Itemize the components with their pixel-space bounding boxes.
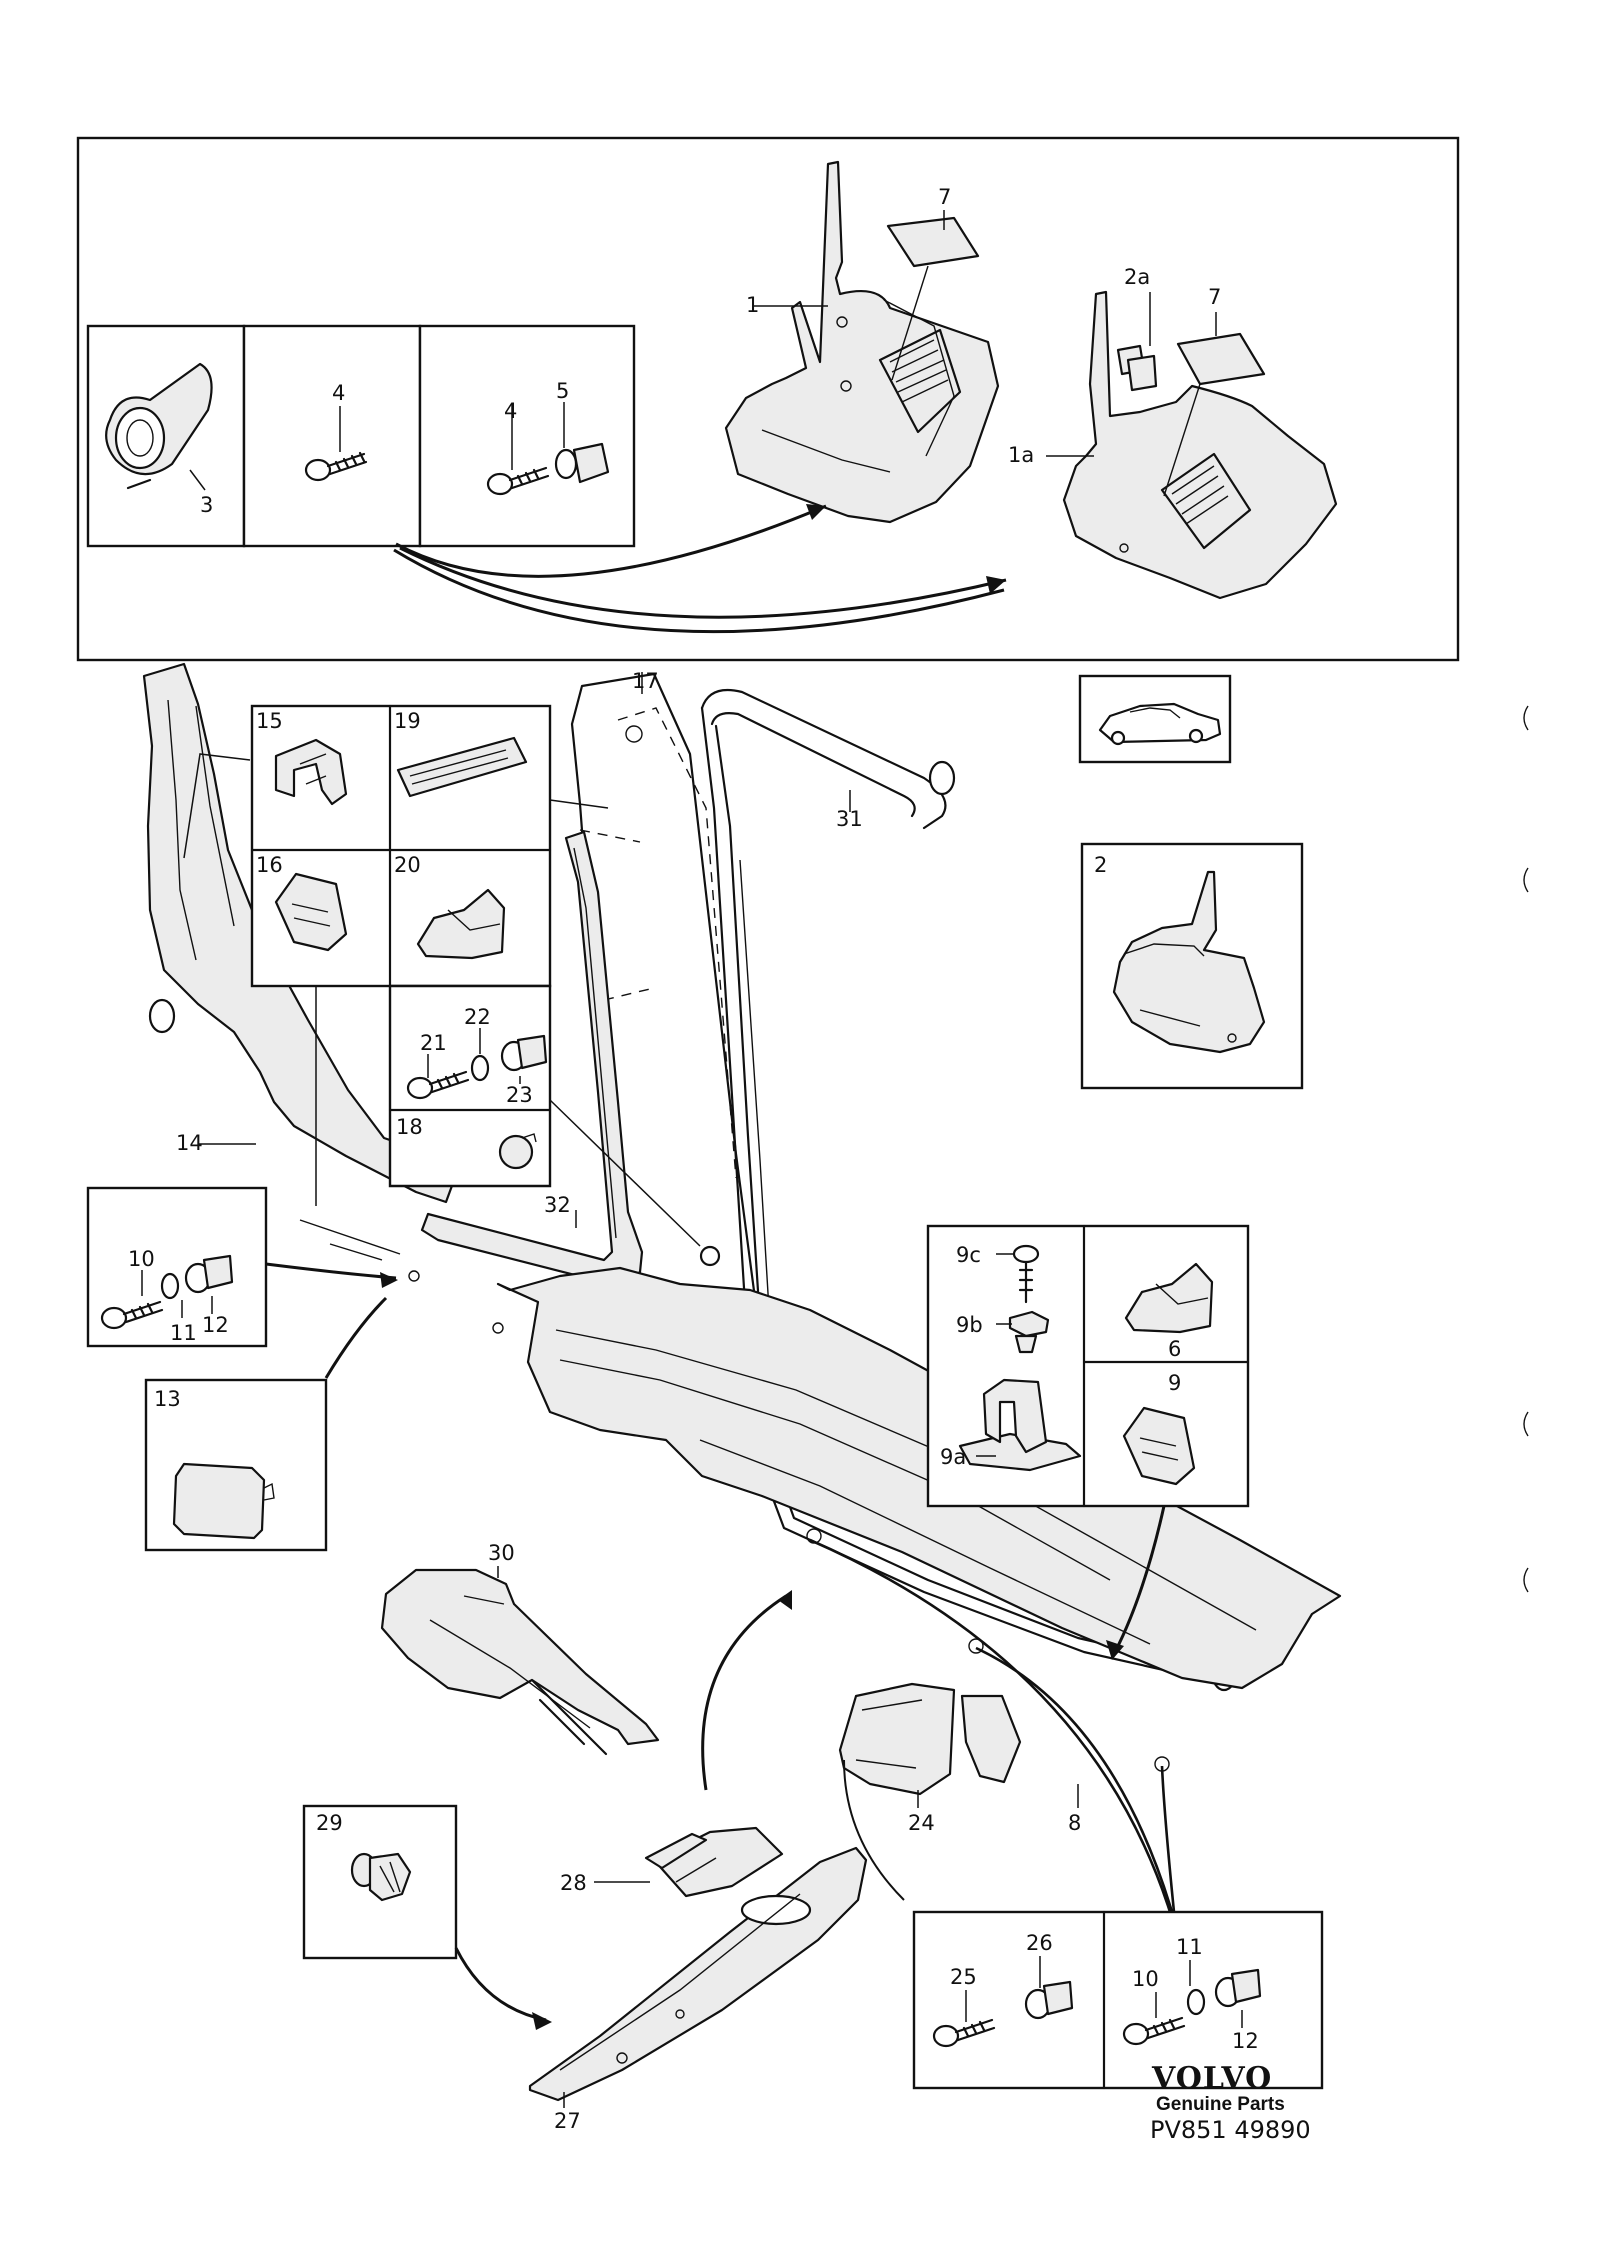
part-28-boot <box>644 1826 784 1898</box>
label-10-left: 10 <box>128 1247 155 1271</box>
label-16: 16 <box>256 853 283 877</box>
label-20: 20 <box>394 853 421 877</box>
arrow-10-12-to-pillar <box>265 1262 397 1280</box>
part-4-5-screw-and-nut <box>486 442 610 496</box>
label-4-pair: 4 <box>504 399 517 423</box>
label-7-upper: 7 <box>938 185 951 209</box>
label-9a: 9a <box>940 1445 966 1469</box>
label-2a: 2a <box>1124 265 1150 289</box>
label-12-left: 12 <box>202 1313 229 1337</box>
part-9-clip <box>1122 1406 1196 1486</box>
part-3-grommet <box>105 362 213 490</box>
label-9: 9 <box>1168 1371 1181 1395</box>
label-31: 31 <box>836 807 863 831</box>
part-19-retaining-strip <box>396 736 528 798</box>
label-29: 29 <box>316 1811 343 1835</box>
footer-branding: VOLVO Genuine Parts PV851 49890 <box>1150 2061 1311 2144</box>
label-21: 21 <box>420 1031 447 1055</box>
label-13: 13 <box>154 1387 181 1411</box>
label-11-left: 11 <box>170 1321 197 1345</box>
part-25-26-screw-nut <box>932 1980 1074 2048</box>
part-21-23-screw-washer-nut <box>406 1034 548 1100</box>
part-2a-clip <box>1126 354 1158 392</box>
label-15: 15 <box>256 709 283 733</box>
label-3: 3 <box>200 493 213 517</box>
part-4-screw <box>304 451 368 482</box>
label-1a: 1a <box>1008 443 1034 467</box>
label-1: 1 <box>746 293 759 317</box>
label-14: 14 <box>176 1131 203 1155</box>
part-number-labels: 7 1 2a 7 1a 3 4 4 5 17 15 19 16 20 22 21… <box>128 185 1259 2133</box>
part-2-trim-panel <box>1112 870 1266 1054</box>
label-18: 18 <box>396 1115 423 1139</box>
label-25: 25 <box>950 1965 977 1989</box>
part-32-glass-seal <box>420 830 644 1288</box>
label-12-right: 12 <box>1232 2029 1259 2053</box>
fasteners-box-25-26-and-10-12 <box>912 1910 1324 2090</box>
arrow-to-part-1a <box>399 546 1007 619</box>
part-15-clip <box>274 738 348 806</box>
label-4-single: 4 <box>332 381 345 405</box>
brand-logo: VOLVO <box>1151 2061 1272 2096</box>
arrow-29-to-27 <box>454 1947 547 2022</box>
label-6: 6 <box>1168 1337 1181 1361</box>
arrow-13-to-pillar <box>324 1296 388 1379</box>
arrow-to-part-1a-b <box>393 548 1005 634</box>
part-8-door-sill <box>492 1266 1342 1772</box>
part-29-push-clip <box>350 1852 412 1902</box>
label-22: 22 <box>464 1005 491 1029</box>
label-9c: 9c <box>956 1243 981 1267</box>
part-18-cap <box>498 1133 537 1170</box>
part-27-sill-plate <box>528 1846 868 2102</box>
inset-boxes-fasteners <box>86 324 636 548</box>
label-23: 23 <box>506 1083 533 1107</box>
label-27: 27 <box>554 2109 581 2133</box>
sedan-icon <box>1078 674 1232 764</box>
part-7-pad-upper <box>886 216 980 268</box>
label-9b: 9b <box>956 1313 983 1337</box>
part-9a-clip-with-plate <box>958 1378 1082 1472</box>
label-24: 24 <box>908 1811 935 1835</box>
label-19: 19 <box>394 709 421 733</box>
label-5: 5 <box>556 379 569 403</box>
arrow-to-part-1 <box>395 504 827 578</box>
part-16-clip <box>274 872 348 952</box>
margin-bracket-icon <box>1523 705 1529 1593</box>
label-8: 8 <box>1068 1811 1081 1835</box>
part-13-cover <box>172 1462 275 1540</box>
part-7-pad-lower <box>1176 332 1266 386</box>
brand-subtitle: Genuine Parts <box>1156 2094 1285 2115</box>
part-14-a-pillar-trim <box>142 662 462 1282</box>
label-17: 17 <box>632 669 659 693</box>
leader-lines-to-sill <box>809 1538 1176 1913</box>
label-32: 32 <box>544 1193 571 1217</box>
part-1-sill-trim-panel <box>724 160 1000 524</box>
leader-19-to-glass <box>549 799 609 809</box>
leader-18-to-glass <box>549 1099 701 1247</box>
arrow-28-to-sill <box>701 1594 787 1791</box>
label-30: 30 <box>488 1541 515 1565</box>
part-6-clip <box>1124 1262 1214 1334</box>
part-20-clip <box>416 888 506 960</box>
part-9b-nut <box>1008 1310 1050 1354</box>
arrow-6-9-to-sill <box>1112 1505 1166 1655</box>
label-26: 26 <box>1026 1931 1053 1955</box>
leader-15-to-pillar <box>183 753 251 859</box>
label-7-lower: 7 <box>1208 285 1221 309</box>
part-10-12-screw-washer-nut-left <box>100 1254 234 1330</box>
part-24-cover <box>838 1682 1022 1796</box>
drawing-code: PV851 49890 <box>1150 2116 1311 2144</box>
part-30-step-cover <box>380 1568 660 1756</box>
label-28: 28 <box>560 1871 587 1895</box>
label-11-right: 11 <box>1176 1935 1203 1959</box>
label-10-right: 10 <box>1132 1967 1159 1991</box>
label-2: 2 <box>1094 853 1107 877</box>
part-10-12-screw-washer-nut-right <box>1122 1968 1262 2046</box>
